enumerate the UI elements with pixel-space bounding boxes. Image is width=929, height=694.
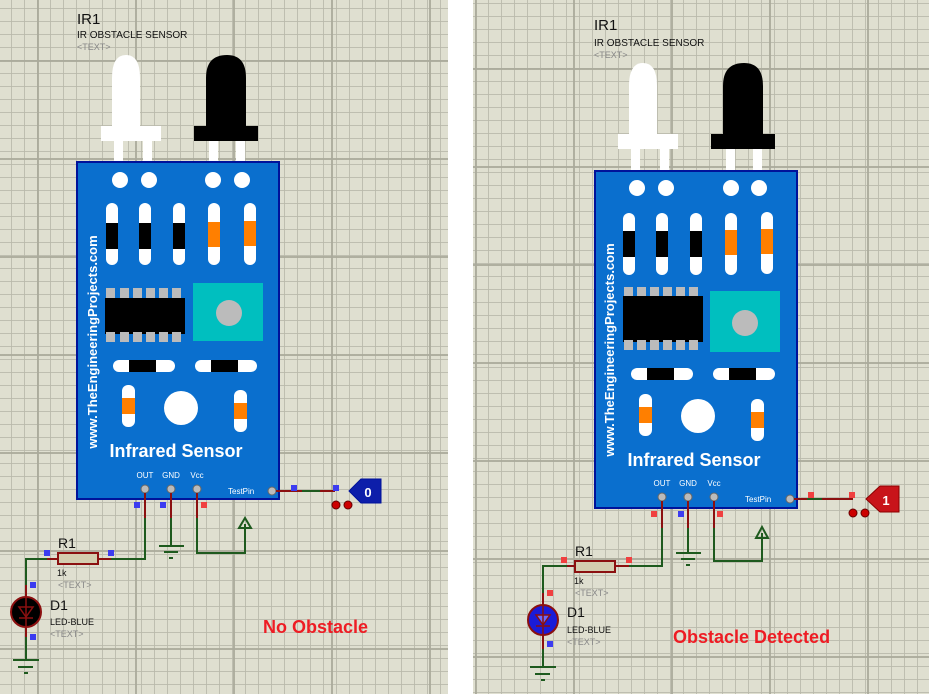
pin-vcc[interactable]: [709, 492, 719, 502]
ground-icon: [676, 552, 701, 566]
comparator-ic-icon: [105, 288, 185, 342]
pin-out[interactable]: [140, 484, 150, 494]
right-schematic: IR1 IR OBSTACLE SENSOR <TEXT>: [527, 17, 900, 681]
pin-state-marker: [108, 550, 114, 556]
smd-component-row: [623, 212, 773, 275]
resistor-value-label: 1k: [574, 576, 584, 586]
ground-icon: [13, 659, 39, 674]
pin-out-label: OUT: [654, 479, 671, 488]
led-text-placeholder: <TEXT>: [567, 637, 601, 647]
pin-state-marker: [44, 550, 50, 556]
wires: [542, 498, 853, 667]
ir-emitter-led-icon[interactable]: [101, 55, 161, 179]
board-url-label: www.TheEngineeringProjects.com: [602, 243, 617, 457]
led-ref-label: D1: [50, 597, 68, 613]
potentiometer-icon[interactable]: [710, 291, 780, 352]
ground-icon: [159, 545, 184, 559]
pin-state-marker: [808, 492, 814, 498]
comparator-ic-icon: [623, 287, 703, 350]
status-label: Obstacle Detected: [673, 627, 830, 647]
pin-vcc-label: Vcc: [707, 479, 720, 488]
pin-state-marker: [160, 502, 166, 508]
logic-probe-pins-icon: [331, 500, 353, 510]
pin-out-label: OUT: [137, 471, 154, 480]
pin-vcc-label: Vcc: [190, 471, 203, 480]
sensor-text-placeholder: <TEXT>: [594, 50, 628, 60]
ir-sensor-board[interactable]: www.TheEngineeringProjects.com Infrared …: [76, 161, 280, 500]
ir-emitter-led-icon[interactable]: [618, 63, 678, 187]
pin-gnd-label: GND: [162, 471, 180, 480]
smd-component-row: [106, 203, 256, 265]
pin-gnd[interactable]: [683, 492, 693, 502]
sensor-name-label: IR OBSTACLE SENSOR: [594, 38, 704, 49]
test-pin-label: TestPin: [745, 495, 771, 504]
logic-probe-output[interactable]: 1: [865, 485, 900, 513]
left-schematic: IR1 IR OBSTACLE SENSOR <TEXT>: [10, 11, 382, 674]
pin-state-marker: [678, 511, 684, 517]
pin-vcc[interactable]: [192, 484, 202, 494]
pin-state-marker: [30, 582, 36, 588]
sensor-ref-label: IR1: [77, 11, 100, 28]
logic-state-value: 0: [364, 485, 371, 500]
pin-out[interactable]: [657, 492, 667, 502]
left-schematic-panel: IR1 IR OBSTACLE SENSOR <TEXT>: [0, 0, 448, 694]
pin-state-marker: [333, 485, 339, 491]
led-ref-label: D1: [567, 604, 585, 620]
led-d1-icon[interactable]: [10, 596, 42, 628]
power-terminal-icon: [754, 524, 770, 539]
pin-state-marker: [849, 492, 855, 498]
sensor-name-label: IR OBSTACLE SENSOR: [77, 30, 187, 41]
pin-test[interactable]: [785, 494, 795, 504]
ir-receiver-led-icon[interactable]: [194, 55, 258, 179]
pin-state-marker: [201, 502, 207, 508]
resistor-r1[interactable]: [47, 552, 111, 565]
pin-state-marker: [291, 485, 297, 491]
pin-state-marker: [30, 634, 36, 640]
test-pin-label: TestPin: [228, 487, 254, 496]
pin-state-marker: [547, 590, 553, 596]
resistor-r1[interactable]: [567, 560, 629, 573]
pin-state-marker: [561, 557, 567, 563]
board-title-label: Infrared Sensor: [627, 450, 760, 470]
power-terminal-icon: [237, 516, 253, 529]
ground-icon: [530, 666, 556, 681]
resistor-text-placeholder: <TEXT>: [575, 588, 609, 598]
led-type-label: LED-BLUE: [567, 625, 611, 635]
logic-state-value: 1: [882, 493, 889, 508]
sensor-text-placeholder: <TEXT>: [77, 42, 111, 52]
pin-state-marker: [717, 511, 723, 517]
led-d1-icon[interactable]: [527, 604, 559, 636]
potentiometer-icon[interactable]: [193, 283, 263, 341]
ir-sensor-board[interactable]: www.TheEngineeringProjects.com Infrared …: [594, 170, 798, 509]
pin-state-marker: [134, 502, 140, 508]
resistor-value-label: 1k: [57, 568, 67, 578]
pin-gnd-label: GND: [679, 479, 697, 488]
resistor-text-placeholder: <TEXT>: [58, 580, 92, 590]
pin-state-marker: [651, 511, 657, 517]
pin-state-marker: [547, 641, 553, 647]
logic-probe-output[interactable]: 0: [348, 478, 382, 504]
pin-gnd[interactable]: [166, 484, 176, 494]
logic-probe-pins-icon: [848, 508, 870, 518]
sensor-ref-label: IR1: [594, 17, 617, 34]
pin-test[interactable]: [267, 486, 277, 496]
right-schematic-panel: IR1 IR OBSTACLE SENSOR <TEXT>: [473, 0, 929, 694]
status-label: No Obstacle: [263, 617, 368, 637]
board-url-label: www.TheEngineeringProjects.com: [85, 235, 100, 449]
ir-receiver-led-icon[interactable]: [711, 63, 775, 187]
led-text-placeholder: <TEXT>: [50, 629, 84, 639]
wires: [25, 490, 335, 660]
board-title-label: Infrared Sensor: [109, 441, 242, 461]
resistor-ref-label: R1: [58, 535, 76, 551]
led-type-label: LED-BLUE: [50, 617, 94, 627]
pin-state-marker: [626, 557, 632, 563]
resistor-ref-label: R1: [575, 543, 593, 559]
